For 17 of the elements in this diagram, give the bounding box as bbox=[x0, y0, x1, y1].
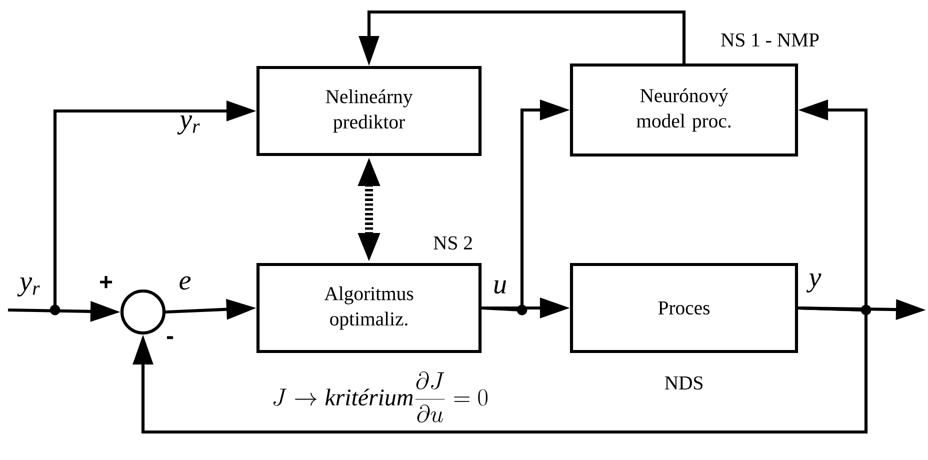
summing-junction bbox=[120, 289, 166, 335]
signal-label: y bbox=[806, 274, 822, 292]
signal-label: y$_{r}$ bbox=[177, 116, 200, 134]
signal-label: e bbox=[180, 276, 191, 290]
arrow bbox=[132, 306, 868, 434]
sign-label: - bbox=[166, 336, 174, 340]
process-box: Algoritmus optimaliz. bbox=[256, 262, 482, 354]
block-label: NS 2 bbox=[434, 236, 472, 250]
process-box: Proces bbox=[570, 262, 798, 354]
process-box: Neurónový model proc. bbox=[570, 63, 798, 157]
signal-label: y$_{r}$ bbox=[17, 278, 40, 296]
process-box: Nelineárny prediktor bbox=[256, 66, 482, 156]
signal-label: u bbox=[494, 280, 506, 294]
block-label: NDS bbox=[664, 376, 702, 390]
block-label: NS 1 - NMP bbox=[721, 33, 819, 47]
formula: $J \rightarrow \textit{kritérium}\frac{\partial J}{\partial u}=0$ bbox=[273, 372, 488, 422]
sign-label: + bbox=[100, 276, 112, 288]
